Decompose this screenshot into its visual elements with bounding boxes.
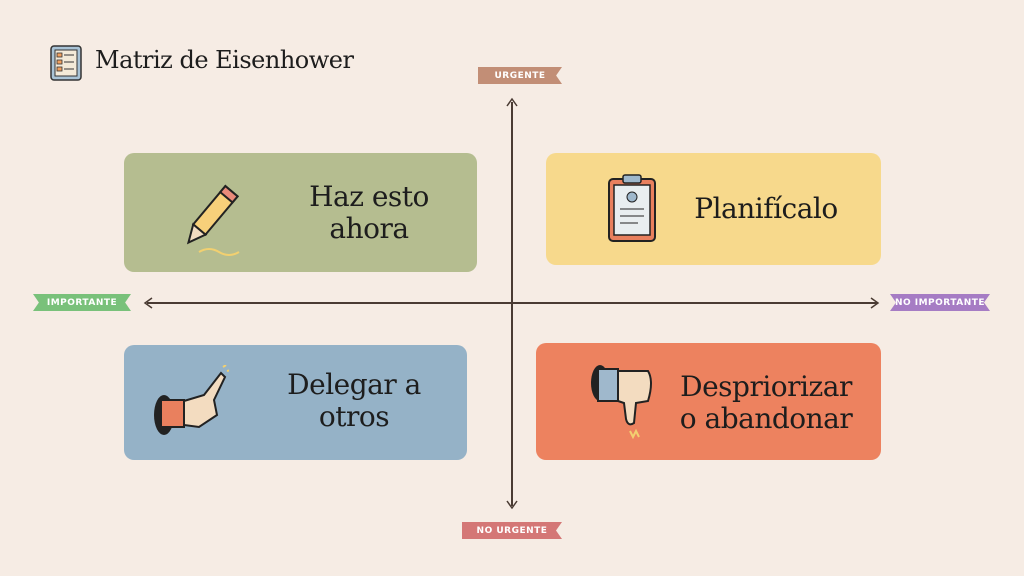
- pencil-icon: [186, 184, 240, 256]
- horizontal-axis: [147, 302, 877, 304]
- arrow-up-icon: [506, 97, 518, 107]
- quadrant-title-line2: otros: [318, 400, 390, 433]
- arrow-right-icon: [870, 297, 880, 309]
- vertical-axis: [511, 102, 513, 506]
- label-no-urgente: NO URGENTE: [462, 522, 562, 539]
- label-no-importante: NO IMPORTANTE: [890, 294, 990, 311]
- label-urgente: URGENTE: [478, 67, 562, 84]
- quadrant-title-line1: Despriorizar: [680, 370, 852, 403]
- checklist-icon: [50, 45, 82, 81]
- quadrant-title-line1: Haz esto: [309, 180, 429, 213]
- label-importante: IMPORTANTE: [33, 294, 131, 311]
- page-title: Matriz de Eisenhower: [95, 46, 354, 74]
- arrow-left-icon: [143, 297, 153, 309]
- pointing-hand-icon: [154, 365, 229, 435]
- quadrant-plan: Planifícalo: [546, 153, 881, 265]
- clipboard-icon: [608, 174, 656, 242]
- quadrant-title-line2: ahora: [329, 212, 409, 245]
- arrow-down-icon: [506, 500, 518, 510]
- quadrant-title: Planifícalo: [694, 192, 838, 225]
- thumbs-down-icon: [591, 365, 652, 440]
- quadrant-title-line1: Delegar a: [287, 368, 421, 401]
- quadrant-title-line2: o abandonar: [679, 402, 853, 435]
